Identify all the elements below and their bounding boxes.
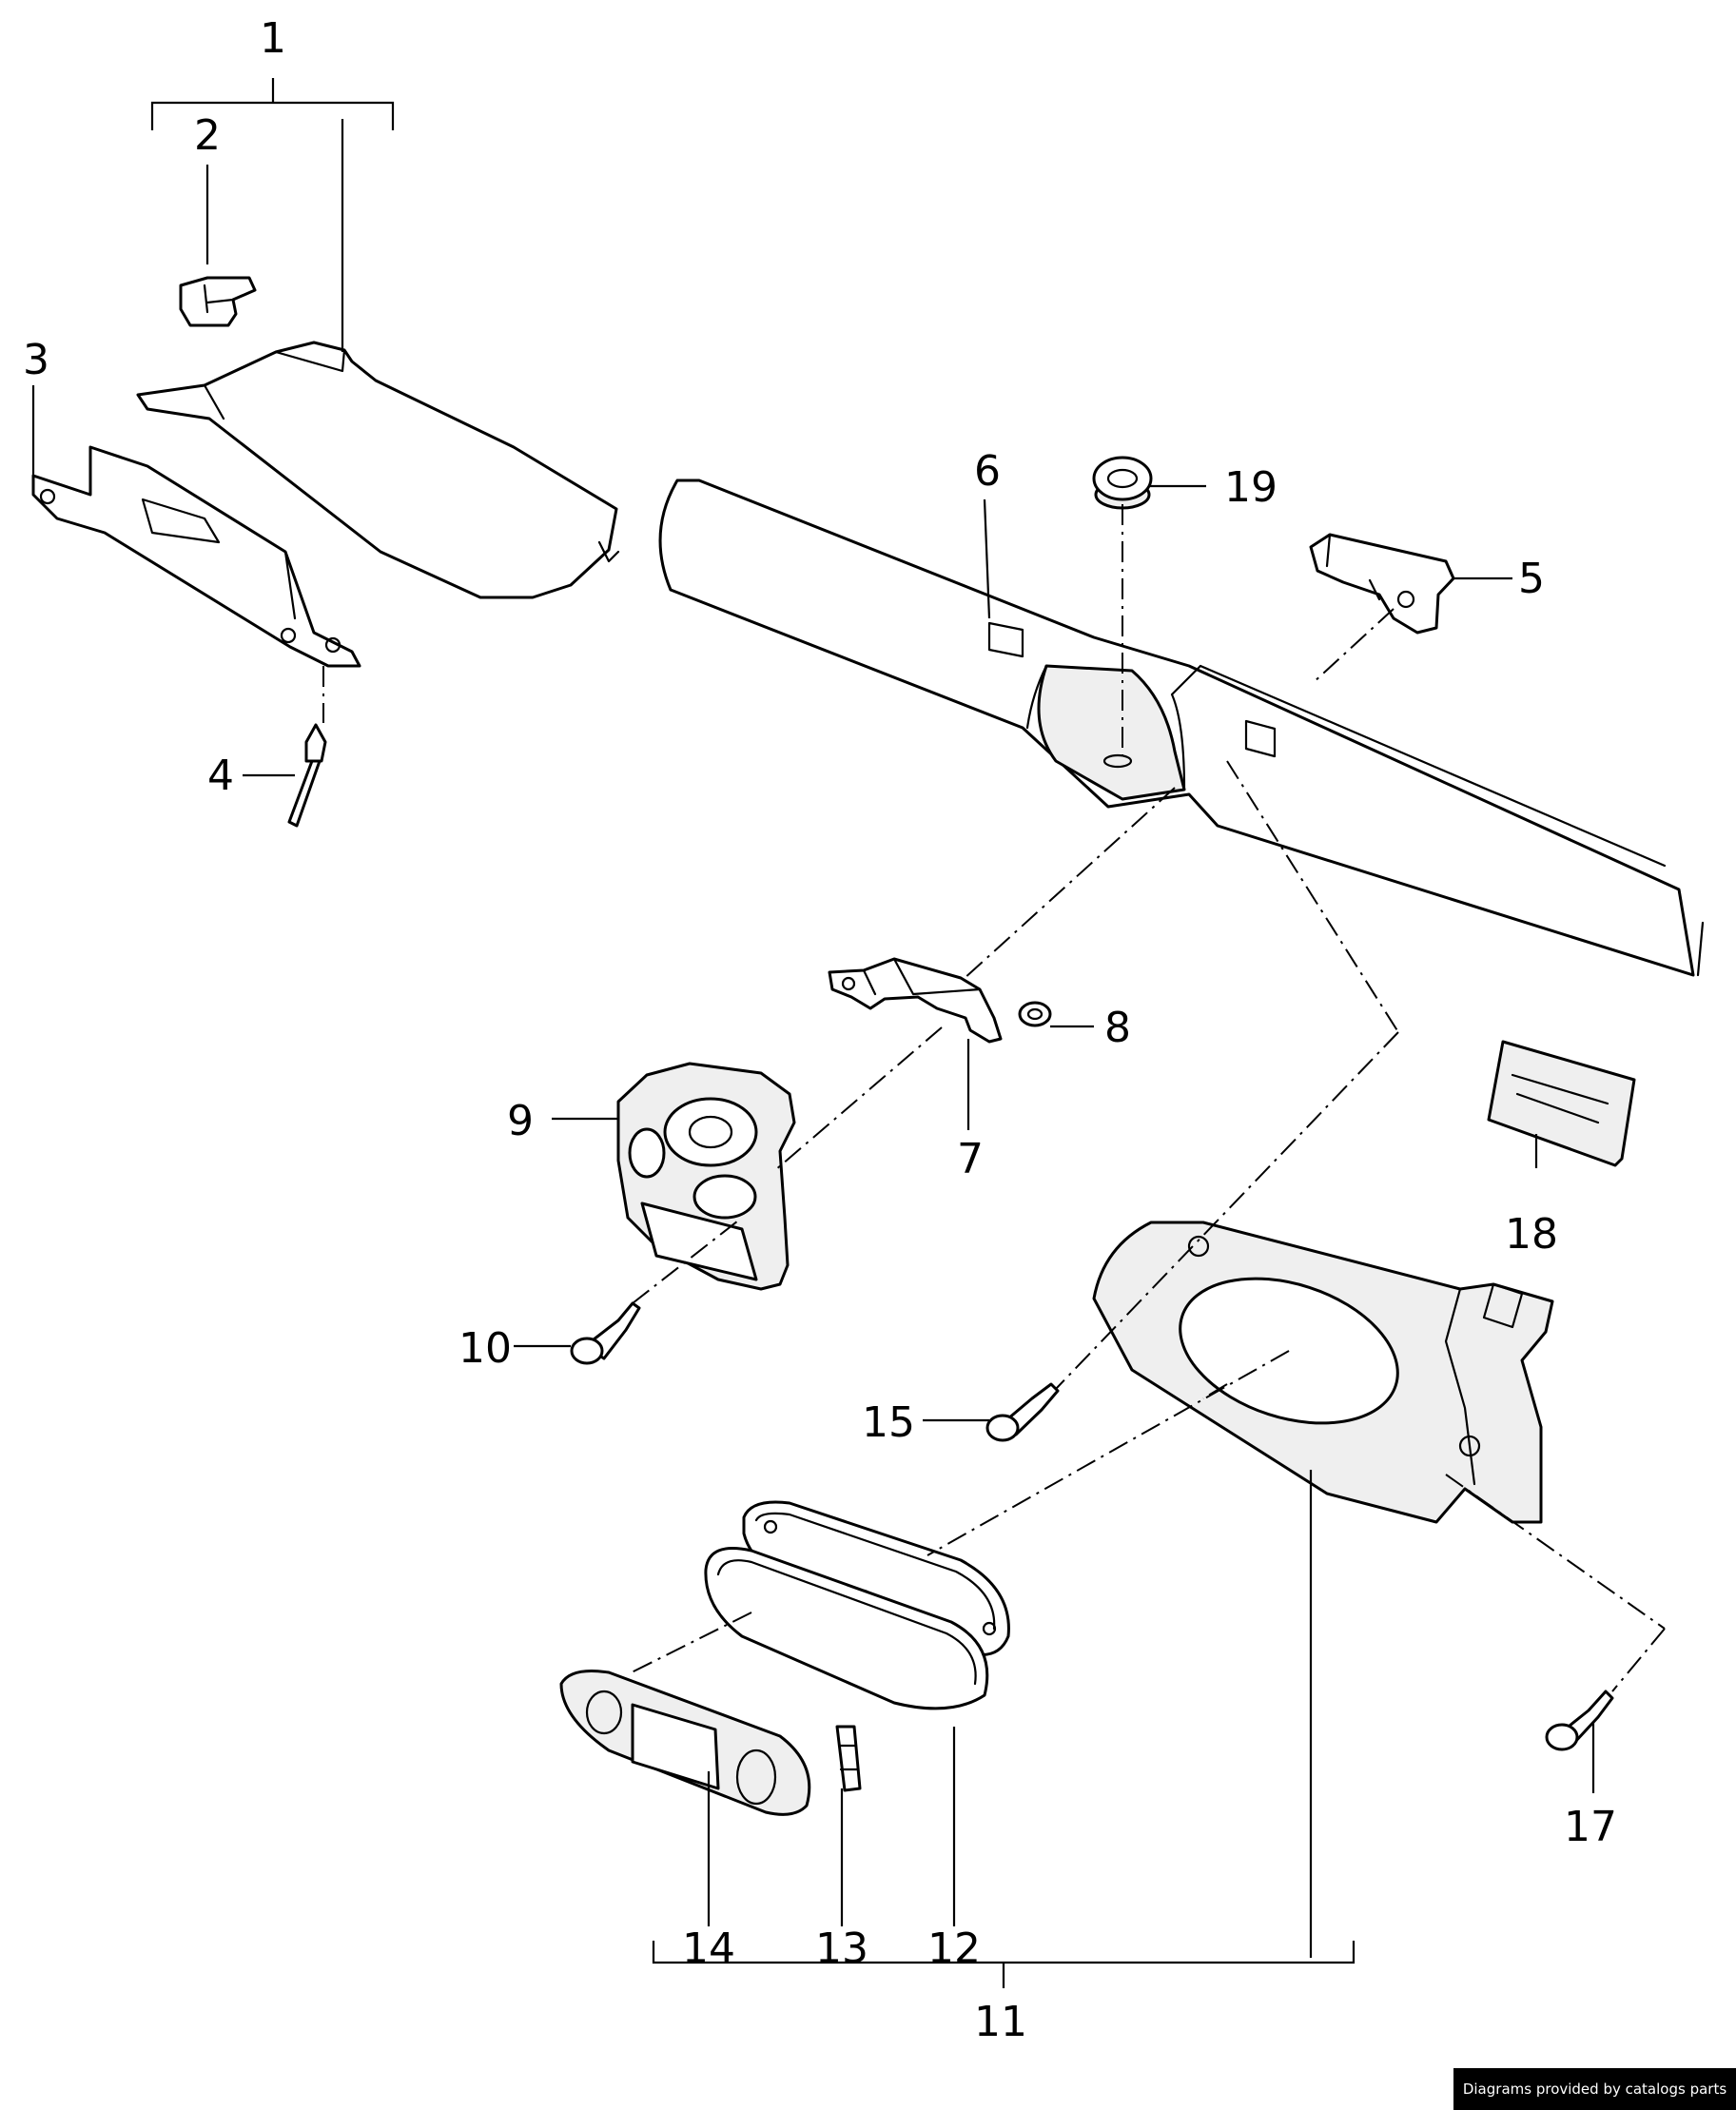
part-9-console-housing (616, 1062, 796, 1291)
part-1-pillar-trim (136, 341, 620, 599)
part-19-grommet (1092, 456, 1153, 510)
callout-12: 12 (927, 1924, 981, 1973)
part-13-bulb (835, 1725, 862, 1792)
callout-5: 5 (1518, 555, 1545, 603)
callout-6: 6 (974, 447, 1001, 496)
part-11-console-assembly (1092, 1221, 1554, 1524)
part-5-holder (1309, 533, 1455, 635)
part-15-screw (985, 1382, 1060, 1442)
callout-17: 17 (1564, 1803, 1617, 1851)
callout-3: 3 (23, 336, 49, 384)
part-8-nut (1018, 1001, 1052, 1027)
callout-15: 15 (862, 1398, 915, 1447)
leader-lines (31, 78, 1595, 1988)
callout-numbers: 1 2 3 4 5 6 7 8 9 10 11 12 13 14 15 17 1… (23, 14, 1617, 2046)
callout-19: 19 (1224, 463, 1278, 512)
callout-18: 18 (1505, 1210, 1558, 1259)
part-14-lens (559, 1670, 811, 1816)
part-6-crossmember (658, 479, 1705, 977)
callout-1: 1 (260, 14, 286, 63)
callout-14: 14 (682, 1924, 735, 1973)
callout-4: 4 (207, 752, 234, 800)
part-17-screw (1545, 1690, 1614, 1751)
callout-8: 8 (1104, 1004, 1131, 1052)
callout-2: 2 (194, 111, 221, 160)
part-2-clip (179, 276, 257, 327)
credit-label: Diagrams provided by catalogs parts (1453, 2068, 1736, 2110)
callout-13: 13 (815, 1924, 868, 1973)
callout-7: 7 (957, 1135, 984, 1183)
part-12-lamp-housing (704, 1500, 1010, 1710)
callout-10: 10 (458, 1324, 512, 1373)
part-7-bracket (828, 957, 1003, 1044)
part-3-trim-bracket (31, 445, 361, 668)
assembly-lines (322, 504, 1666, 1692)
part-10-screw (570, 1301, 641, 1365)
callout-9: 9 (507, 1097, 534, 1145)
part-4-bolt (287, 723, 327, 828)
callout-11: 11 (974, 1998, 1027, 2046)
part-18-pad (1487, 1040, 1636, 1167)
